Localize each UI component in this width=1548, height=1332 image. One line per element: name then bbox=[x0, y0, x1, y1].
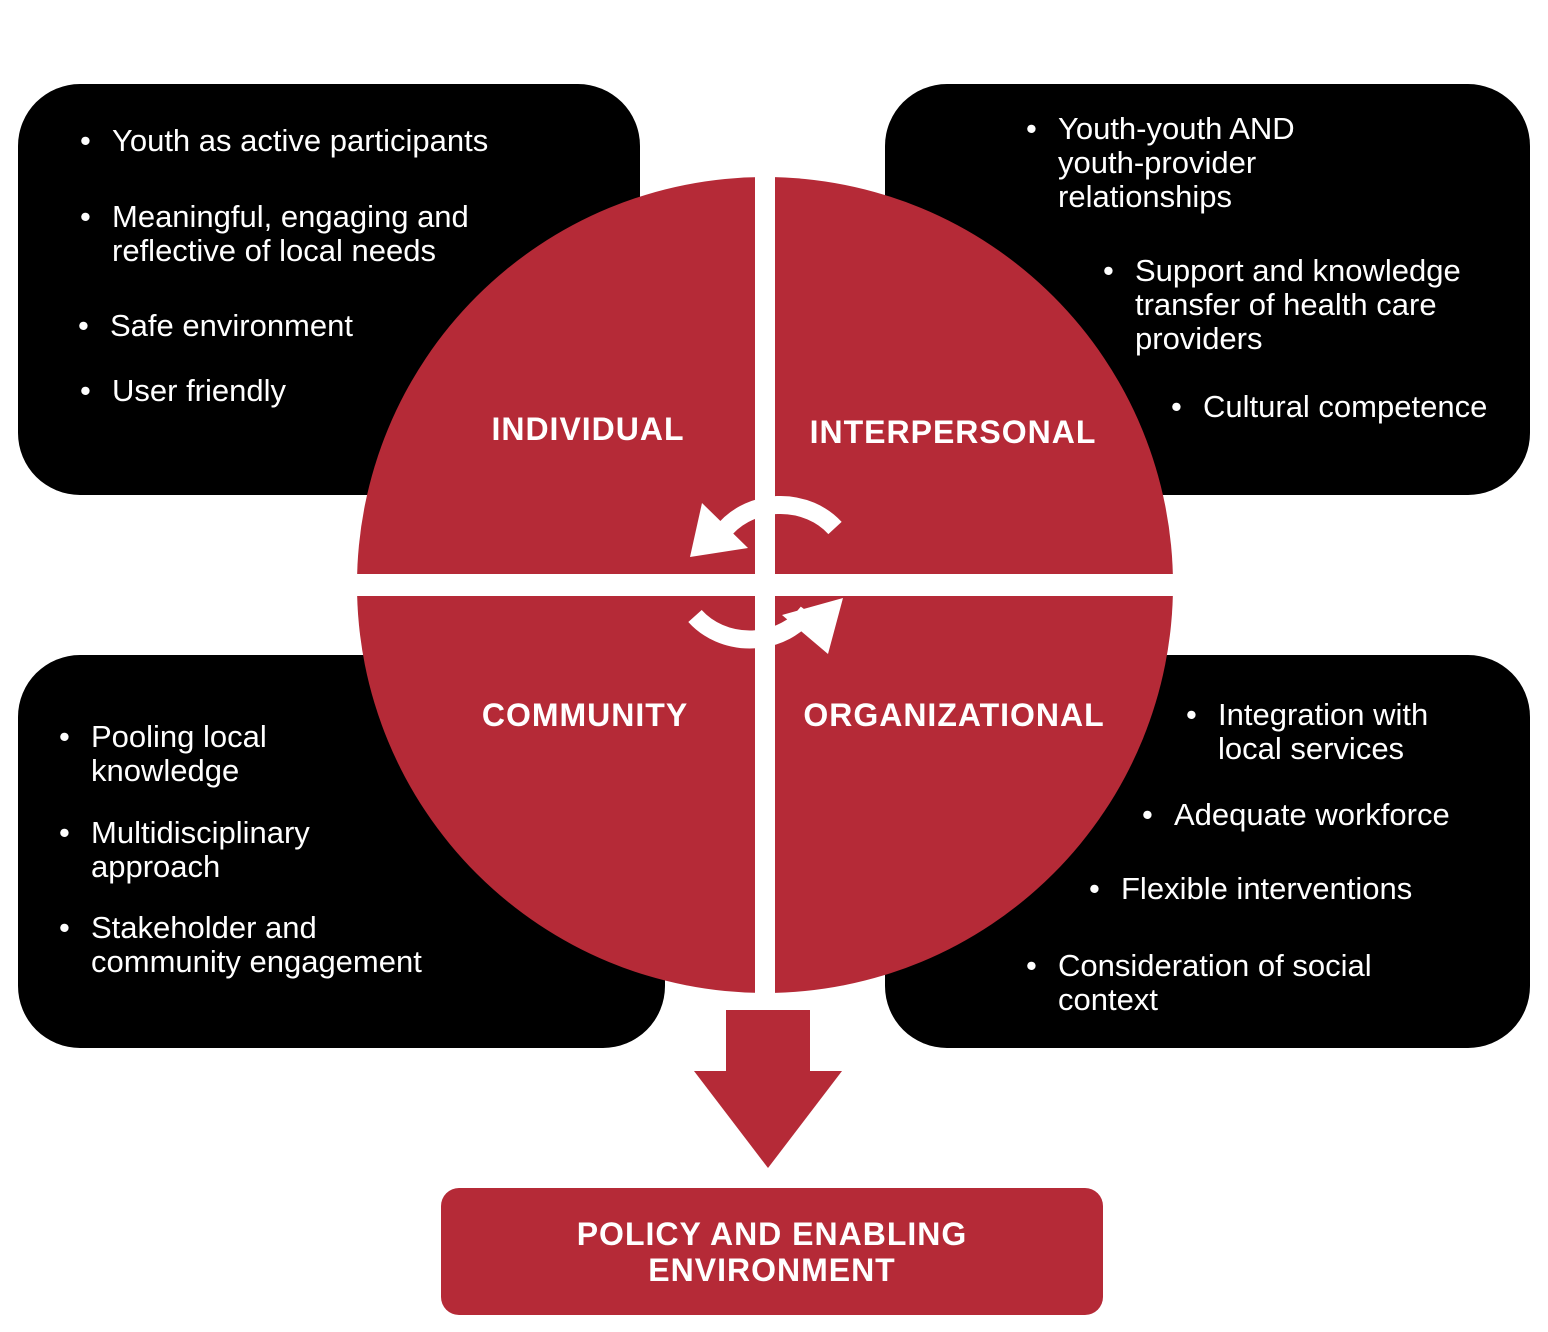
organizational-item: •Consideration of social context bbox=[1026, 948, 1372, 1017]
down-arrow-icon bbox=[694, 1010, 842, 1168]
interpersonal-item: •Cultural competence bbox=[1171, 389, 1488, 424]
organizational-item: •Flexible interventions bbox=[1089, 871, 1413, 906]
interpersonal-item: •Youth-youth AND youth-provider relation… bbox=[1026, 111, 1295, 214]
policy-box: POLICY AND ENABLING ENVIRONMENT bbox=[441, 1188, 1103, 1315]
organizational-item: •Adequate workforce bbox=[1142, 797, 1450, 832]
quadrant-label-community: COMMUNITY bbox=[481, 697, 689, 733]
individual-item: •Youth as active participants bbox=[80, 123, 489, 158]
community-item: •Stakeholder and community engagement bbox=[59, 910, 422, 979]
quadrant-label-individual: INDIVIDUAL bbox=[491, 411, 685, 447]
cycle-arrows-icon bbox=[688, 495, 843, 654]
individual-item: •User friendly bbox=[80, 373, 286, 408]
interpersonal-item: •Support and knowledge transfer of healt… bbox=[1103, 253, 1461, 356]
quadrant-label-interpersonal: INTERPERSONAL bbox=[809, 414, 1097, 450]
horizontal-divider bbox=[340, 574, 1190, 596]
individual-item: •Safe environment bbox=[78, 308, 353, 343]
community-item: •Multidisciplinary approach bbox=[59, 815, 310, 884]
policy-label: POLICY AND ENABLING ENVIRONMENT bbox=[576, 1215, 968, 1288]
organizational-item: •Integration with local services bbox=[1186, 697, 1429, 766]
individual-item: •Meaningful, engaging and reflective of … bbox=[80, 199, 469, 268]
quadrant-label-organizational: ORGANIZATIONAL bbox=[803, 697, 1105, 733]
community-item: •Pooling local knowledge bbox=[59, 719, 267, 788]
